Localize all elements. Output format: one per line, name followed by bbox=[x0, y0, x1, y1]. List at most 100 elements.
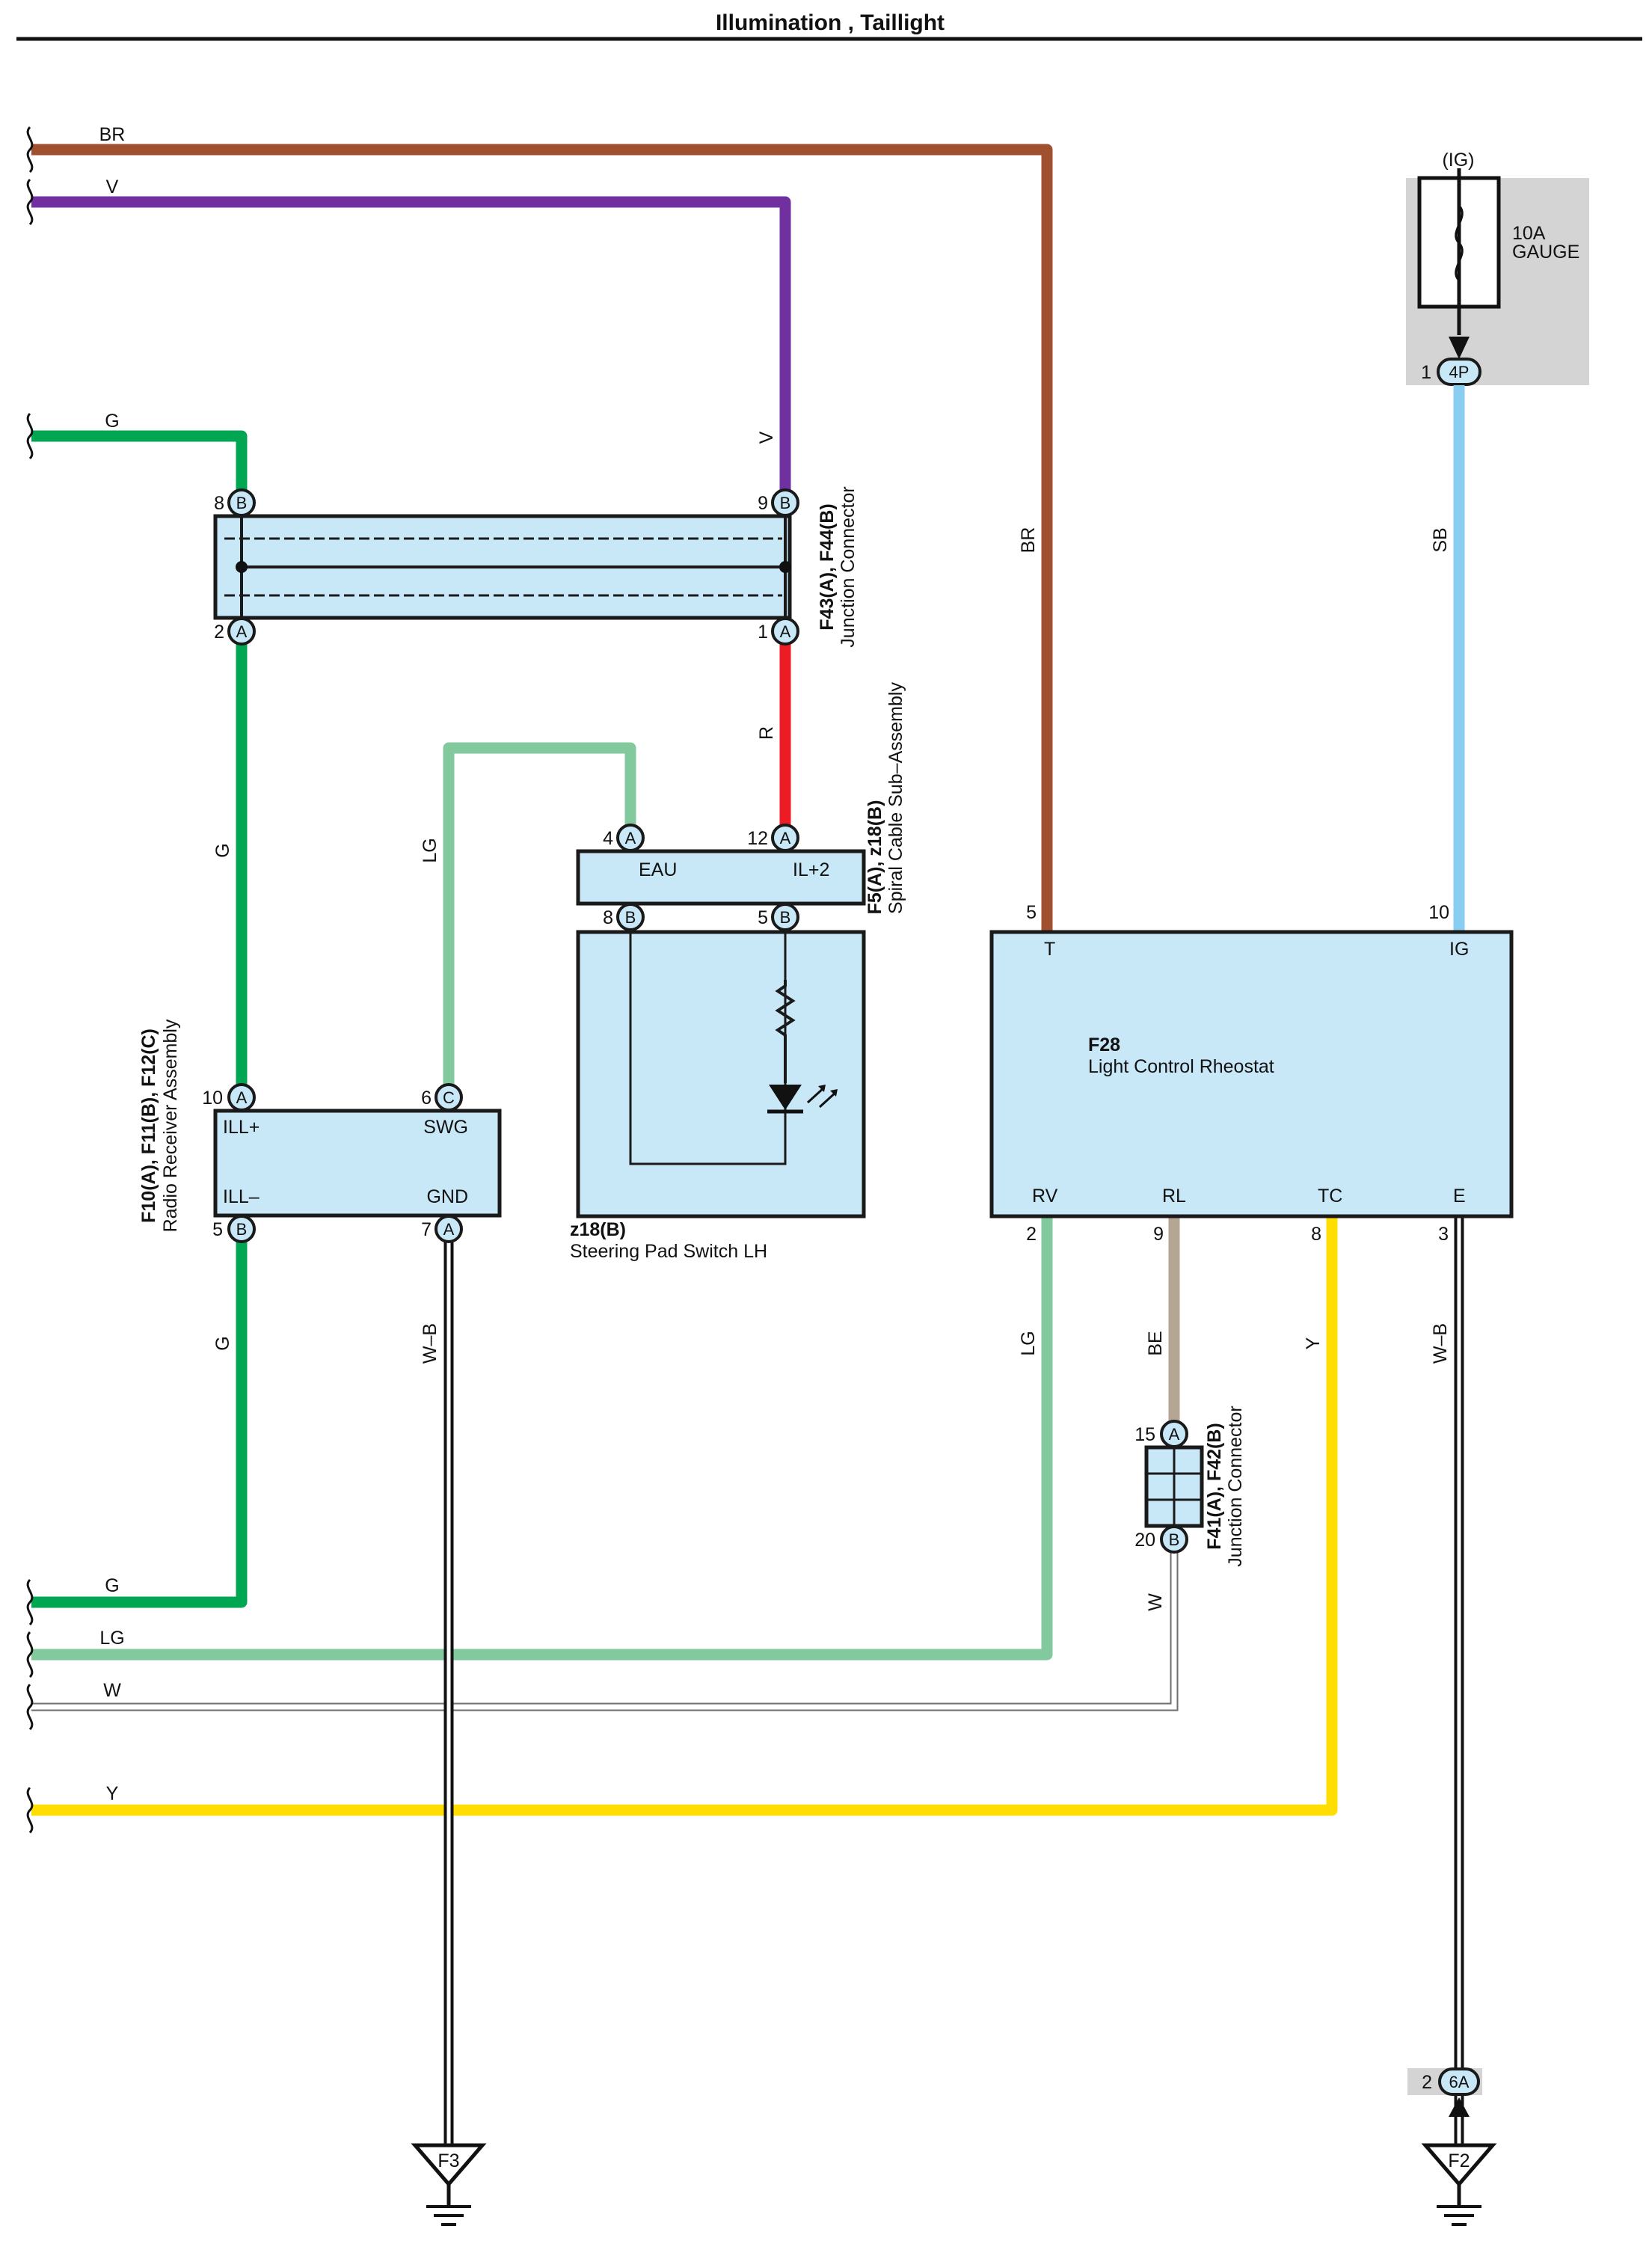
spiral-terminal-eau: EAU bbox=[639, 859, 677, 880]
pin-number: 8 bbox=[603, 907, 613, 928]
wire-label-lg-rv: LG bbox=[1018, 1331, 1039, 1355]
radio-terminal-ill-plus: ILL+ bbox=[223, 1117, 260, 1138]
wire-w-inner bbox=[31, 1552, 1177, 1710]
rheostat-name: Light Control Rheostat bbox=[1088, 1056, 1274, 1077]
steering-pad-box bbox=[576, 930, 866, 1218]
pin-letter: A bbox=[625, 829, 636, 847]
wire-label-r: R bbox=[756, 726, 777, 740]
junction-top-name: Junction Connector bbox=[838, 486, 859, 647]
pin-circle bbox=[771, 903, 799, 931]
pin-letter: B bbox=[236, 494, 248, 512]
rheostat-terminal-t: T bbox=[1044, 939, 1055, 960]
pin-circle bbox=[435, 1215, 463, 1243]
connector-pins: B 8 B 9 A 2 A 1 A 4 A 12 B 8 B 5 A 10 C … bbox=[202, 488, 1188, 1554]
wire-label-br-vertical: BR bbox=[1018, 527, 1039, 554]
junction-splice-left bbox=[236, 561, 248, 573]
ground-connector-pin: 2 bbox=[1422, 2072, 1432, 2093]
wire-lg-swg bbox=[443, 742, 636, 1085]
ground-connector-6a bbox=[1438, 2067, 1480, 2096]
pin-circle bbox=[227, 617, 256, 646]
pin-circle bbox=[616, 903, 645, 931]
wire-label-w-vertical: W bbox=[1145, 1593, 1166, 1611]
pin-number: 15 bbox=[1134, 1424, 1155, 1445]
fuse-name: GAUGE bbox=[1512, 242, 1579, 263]
pin-number: 6 bbox=[421, 1088, 432, 1109]
diagram-title: Illumination , Taillight bbox=[716, 10, 945, 35]
radio-terminal-swg: SWG bbox=[423, 1117, 468, 1138]
ground-symbol-left bbox=[411, 2143, 487, 2226]
wire-label-g-mid: G bbox=[212, 843, 233, 857]
wire-label-g-top: G bbox=[105, 411, 119, 432]
pin-number: 4 bbox=[603, 828, 613, 849]
rheostat-pin-rl: 9 bbox=[1153, 1224, 1164, 1245]
led-rays-icon bbox=[806, 1086, 838, 1109]
wire-label-br-left: BR bbox=[99, 124, 126, 145]
rheostat-id: F28 bbox=[1088, 1034, 1120, 1055]
ground-symbol-right bbox=[1421, 2143, 1497, 2226]
wire-label-wb-left: W–B bbox=[420, 1323, 440, 1364]
rheostat-terminal-rl: RL bbox=[1162, 1186, 1186, 1207]
pin-number: 12 bbox=[747, 828, 768, 849]
ground-connector-label: 6A bbox=[1449, 2073, 1470, 2091]
wire-lg-rv bbox=[31, 1216, 1053, 1661]
pin-number: 20 bbox=[1134, 1530, 1155, 1551]
rheostat-pin-t: 5 bbox=[1026, 902, 1037, 923]
pin-number: 10 bbox=[202, 1088, 223, 1109]
pin-letter: A bbox=[780, 622, 791, 641]
pin-circle bbox=[616, 824, 645, 852]
junction-small-ids: F41(A), F42(B) bbox=[1204, 1423, 1225, 1549]
spiral-name: Spiral Cable Sub–Assembly bbox=[885, 682, 906, 914]
pin-letter: A bbox=[236, 622, 248, 641]
led-ray-head-2 bbox=[830, 1089, 838, 1097]
spiral-terminal-il2: IL+2 bbox=[793, 859, 829, 880]
pin-number: 8 bbox=[214, 493, 224, 514]
ground-arrow-icon bbox=[1449, 2097, 1470, 2117]
ground-label-left: F3 bbox=[437, 2150, 459, 2171]
pin-number: 5 bbox=[212, 1219, 223, 1240]
rheostat-pin-rv: 2 bbox=[1026, 1224, 1037, 1245]
steering-name: Steering Pad Switch LH bbox=[570, 1241, 767, 1262]
pin-letter: A bbox=[443, 1220, 455, 1239]
pin-letter: B bbox=[625, 908, 636, 927]
pin-letter: B bbox=[236, 1220, 248, 1239]
pin-circle bbox=[435, 1083, 463, 1112]
fuse-pin-number: 1 bbox=[1421, 362, 1431, 383]
pin-letter: B bbox=[780, 908, 791, 927]
pin-circle bbox=[227, 1215, 256, 1243]
junction-top-ids: F43(A), F44(B) bbox=[817, 503, 838, 630]
ground-label-right: F2 bbox=[1448, 2150, 1470, 2171]
pin-circle bbox=[227, 1083, 256, 1112]
pin-circle bbox=[771, 488, 799, 517]
wire-g-bottom bbox=[31, 1234, 248, 1608]
pin-letter: A bbox=[780, 829, 791, 847]
pin-letter: C bbox=[443, 1088, 455, 1107]
steering-id: z18(B) bbox=[570, 1219, 626, 1240]
wire-label-g-bottom: G bbox=[105, 1575, 119, 1596]
wire-y bbox=[31, 1216, 1338, 1816]
pin-circle bbox=[771, 824, 799, 852]
junction-splice-right bbox=[779, 561, 791, 573]
radio-ids: F10(A), F11(B), F12(C) bbox=[138, 1028, 159, 1223]
wire-label-be: BE bbox=[1145, 1331, 1166, 1355]
rheostat-pin-e: 3 bbox=[1438, 1224, 1449, 1245]
wire-br bbox=[31, 144, 1053, 932]
pin-number: 2 bbox=[214, 622, 224, 643]
rheostat-terminal-ig: IG bbox=[1449, 939, 1469, 960]
wire-label-wb-right: W–B bbox=[1430, 1323, 1451, 1364]
wire-label-v-vertical: V bbox=[756, 431, 777, 444]
fuse-arrow-icon bbox=[1449, 337, 1470, 359]
pin-circle bbox=[771, 617, 799, 646]
pin-letter: A bbox=[1169, 1425, 1180, 1444]
pin-letter: B bbox=[1169, 1530, 1180, 1549]
pin-number: 7 bbox=[421, 1219, 432, 1240]
wire-label-lg-bottom: LG bbox=[99, 1628, 124, 1649]
pin-circle bbox=[1160, 1525, 1188, 1554]
wire-label-w-bottom: W bbox=[103, 1680, 121, 1701]
fuse-connector-label: 4P bbox=[1449, 363, 1470, 381]
wire-label-y-bottom: Y bbox=[106, 1783, 119, 1804]
rheostat-pin-ig: 10 bbox=[1428, 902, 1449, 923]
radio-terminal-ill-minus: ILL– bbox=[223, 1186, 260, 1207]
wire-v bbox=[31, 196, 791, 490]
spiral-cable-box bbox=[576, 849, 866, 906]
